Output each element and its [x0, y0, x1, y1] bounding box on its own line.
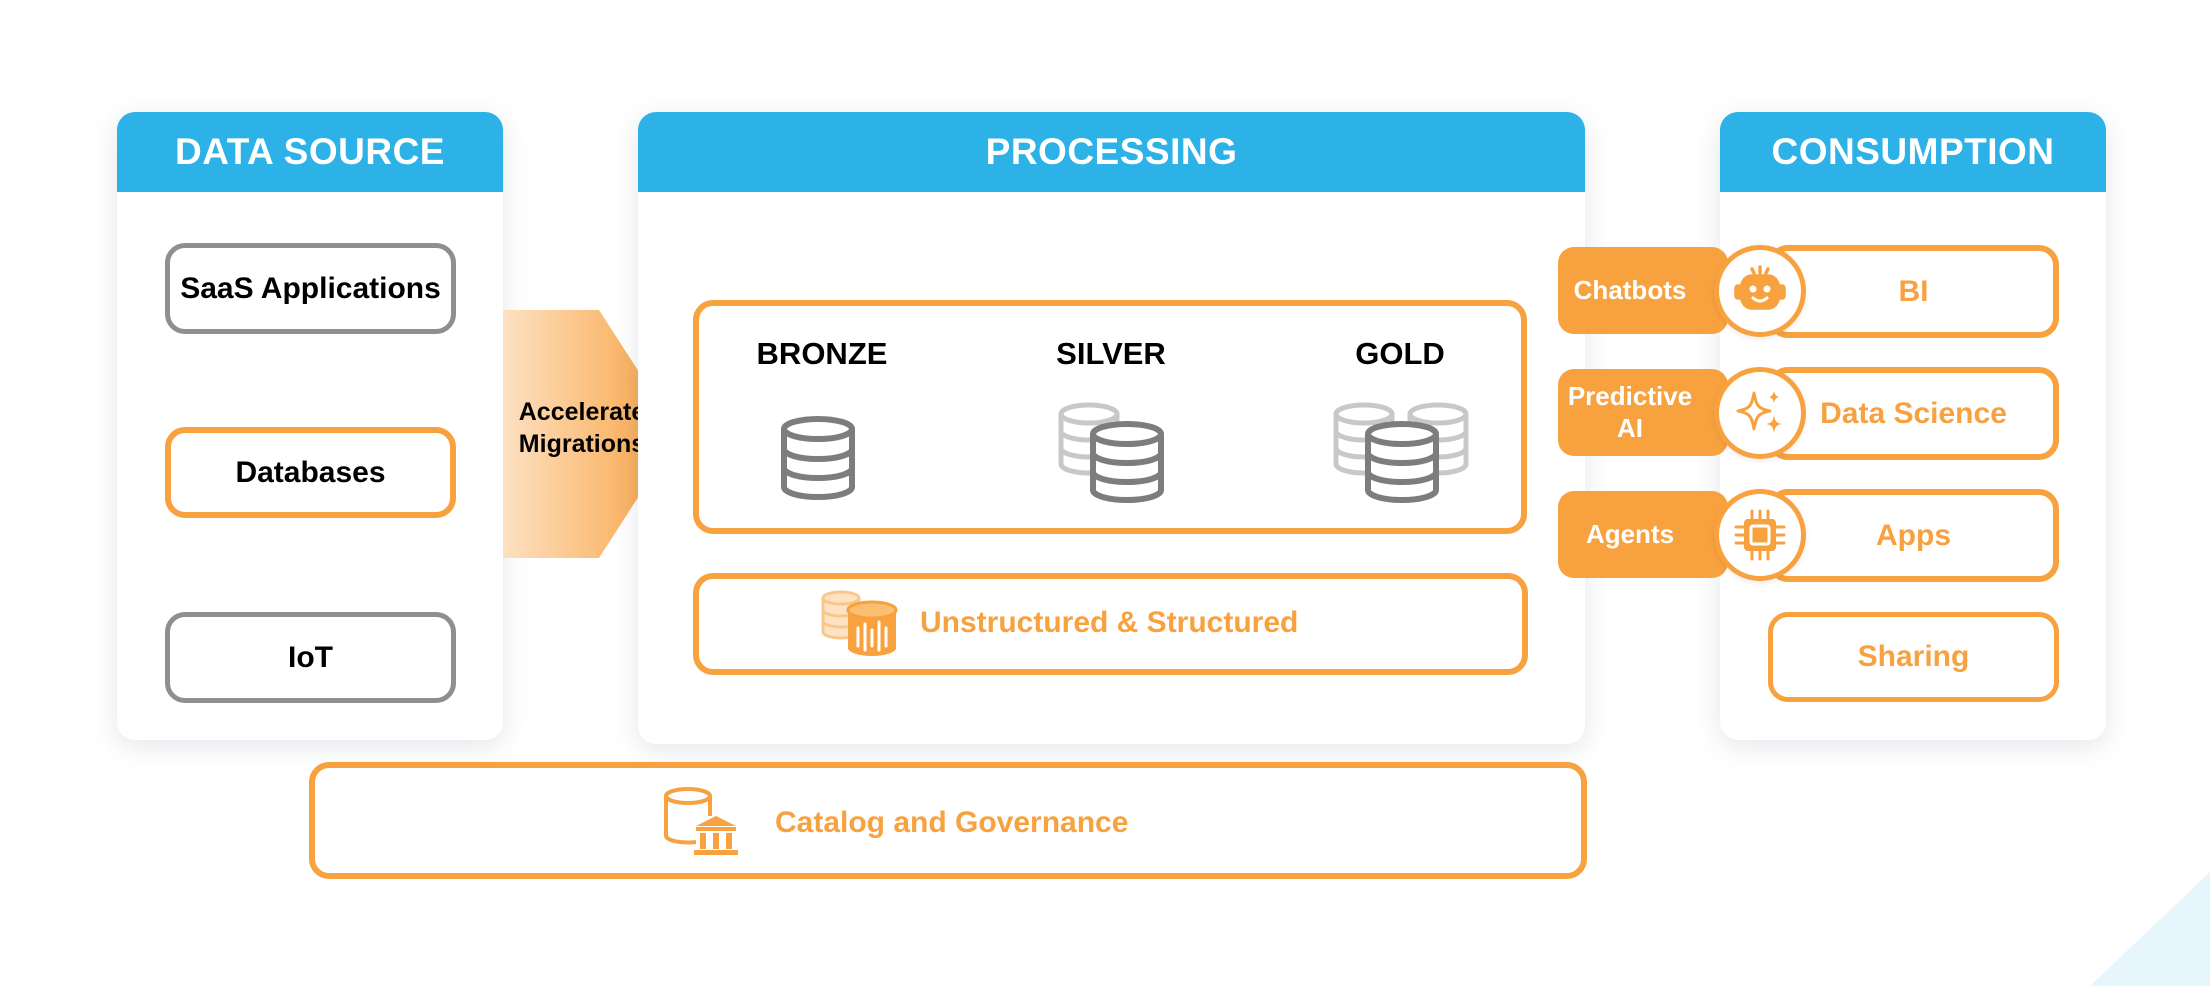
- chatbot-icon: [1734, 265, 1786, 310]
- chatbot-circle: [1714, 245, 1806, 337]
- corner-decoration: [2090, 872, 2210, 986]
- gold-database-icon: [1333, 402, 1469, 503]
- migration-label-line2: Migrations: [518, 430, 646, 458]
- source-databases: Databases: [165, 427, 456, 518]
- catalog-governance-label: Catalog and Governance: [775, 806, 1129, 839]
- sparkle-icon: [1736, 391, 1782, 433]
- unstructured-data-icon: [821, 590, 898, 656]
- migration-label: Accelerate Migrations: [503, 396, 661, 460]
- consumption-data-science: Data Science: [1768, 367, 2059, 460]
- consumption-apps: Apps: [1768, 489, 2059, 582]
- data-source-title: DATA SOURCE: [117, 112, 503, 192]
- predictive-ai-line1: Predictive: [1567, 381, 1693, 412]
- consumption-bi: BI: [1768, 245, 2059, 338]
- governance-icon: [664, 787, 738, 855]
- chatbots-pill: Chatbots: [1558, 247, 1728, 334]
- tier-gold-label: GOLD: [1355, 336, 1445, 371]
- agents-pill: Agents: [1558, 491, 1728, 578]
- source-saas-applications: SaaS Applications: [165, 243, 456, 334]
- migration-arrow-shape: [503, 310, 679, 558]
- processing-title: PROCESSING: [638, 112, 1585, 192]
- chip-icon: [1734, 509, 1786, 561]
- migration-arrow: Accelerate Migrations: [503, 310, 679, 558]
- consumption-title: CONSUMPTION: [1720, 112, 2106, 192]
- source-iot: IoT: [165, 612, 456, 703]
- predictive-ai-pill: Predictive AI: [1558, 369, 1728, 456]
- bronze-database-icon: [781, 416, 855, 500]
- catalog-governance-box: [309, 762, 1587, 879]
- chip-circle: [1714, 489, 1806, 581]
- migration-label-line1: Accelerate: [518, 398, 646, 426]
- silver-database-icon: [1058, 402, 1164, 503]
- sparkle-circle: [1714, 367, 1806, 459]
- tier-bronze-label: BRONZE: [756, 336, 888, 371]
- unstructured-structured-label: Unstructured & Structured: [920, 606, 1299, 639]
- tier-silver-label: SILVER: [1056, 336, 1166, 371]
- predictive-ai-line2: AI: [1617, 412, 1643, 443]
- consumption-sharing: Sharing: [1768, 612, 2059, 702]
